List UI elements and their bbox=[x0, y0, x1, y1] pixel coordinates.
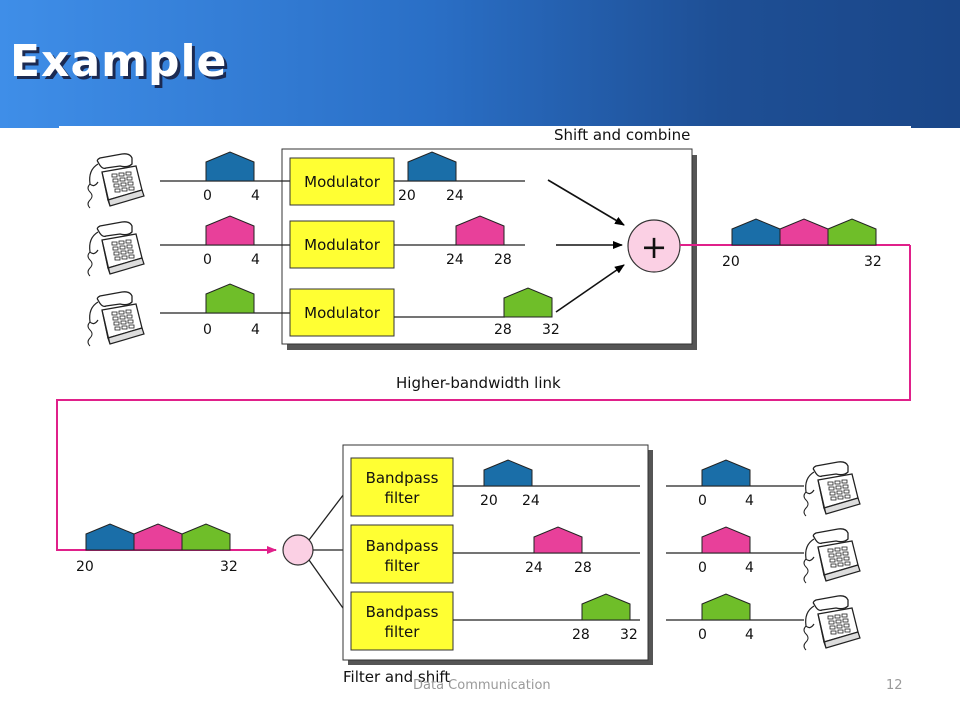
telephone-icon bbox=[803, 595, 861, 651]
footer-page-number: 12 bbox=[886, 678, 903, 693]
tick-label: 4 bbox=[745, 627, 754, 643]
telephone-icon bbox=[803, 528, 861, 584]
title-bar: Example bbox=[0, 0, 960, 128]
channel-2-output-spectrum bbox=[701, 526, 751, 554]
tick-label: 28 bbox=[574, 560, 592, 576]
shift-and-combine-label: Shift and combine bbox=[554, 126, 690, 144]
combine-arrow bbox=[547, 179, 625, 226]
tick-label: 0 bbox=[203, 322, 212, 338]
tick-label: 0 bbox=[698, 493, 707, 509]
channel-1-output-spectrum bbox=[701, 459, 751, 487]
modulator-box bbox=[289, 288, 395, 337]
bandpass-label: Bandpass bbox=[366, 537, 439, 555]
telephone-icon bbox=[87, 291, 145, 347]
tick-label: 20 bbox=[398, 188, 416, 204]
tick-label: 0 bbox=[203, 188, 212, 204]
tick-label: 20 bbox=[722, 254, 740, 270]
bandpass-filter-box bbox=[350, 524, 454, 584]
channel-3-shifted-spectrum bbox=[503, 287, 553, 318]
modulator-label: Modulator bbox=[304, 304, 381, 322]
splitter-node bbox=[282, 534, 314, 566]
channel-2-filtered-spectrum bbox=[533, 526, 583, 554]
tick-label: 28 bbox=[494, 322, 512, 338]
tick-label: 24 bbox=[446, 188, 464, 204]
channel-3-filtered-spectrum bbox=[581, 593, 631, 621]
slide-title: Example bbox=[10, 36, 228, 87]
tick-label: 20 bbox=[480, 493, 498, 509]
bandpass-filter-box bbox=[350, 457, 454, 517]
filter-label: filter bbox=[385, 623, 421, 641]
tick-label: 4 bbox=[251, 188, 260, 204]
channel-3-spectrum bbox=[205, 283, 255, 314]
tick-label: 0 bbox=[698, 560, 707, 576]
tick-label: 32 bbox=[220, 559, 238, 575]
tick-label: 0 bbox=[698, 627, 707, 643]
combine-arrow bbox=[555, 264, 625, 313]
channel-2-spectrum bbox=[205, 215, 255, 246]
tick-label: 28 bbox=[572, 627, 590, 643]
channel-1-filtered-spectrum bbox=[483, 459, 533, 487]
filter-label: filter bbox=[385, 489, 421, 507]
channel-2-combined-spectrum bbox=[779, 218, 829, 246]
tick-label: 28 bbox=[494, 252, 512, 268]
tick-label: 24 bbox=[446, 252, 464, 268]
bandpass-filter-box bbox=[350, 591, 454, 651]
channel-1-shifted-spectrum bbox=[407, 151, 457, 182]
channel-2-received-spectrum bbox=[133, 523, 183, 551]
tick-label: 4 bbox=[251, 252, 260, 268]
tick-label: 0 bbox=[203, 252, 212, 268]
tick-label: 20 bbox=[76, 559, 94, 575]
bandpass-label: Bandpass bbox=[366, 469, 439, 487]
link-label: Higher-bandwidth link bbox=[396, 374, 561, 392]
telephone-icon bbox=[87, 153, 145, 209]
channel-1-received-spectrum bbox=[85, 523, 135, 551]
tick-label: 4 bbox=[745, 493, 754, 509]
content-top-edge bbox=[59, 126, 911, 130]
plus-symbol: + bbox=[641, 228, 668, 266]
telephone-icon bbox=[87, 221, 145, 277]
channel-3-output-spectrum bbox=[701, 593, 751, 621]
tick-label: 24 bbox=[525, 560, 543, 576]
tick-label: 32 bbox=[542, 322, 560, 338]
telephone-icon bbox=[803, 461, 861, 517]
modulator-label: Modulator bbox=[304, 236, 381, 254]
channel-1-combined-spectrum bbox=[731, 218, 781, 246]
filter-label: filter bbox=[385, 557, 421, 575]
tick-label: 24 bbox=[522, 493, 540, 509]
tick-label: 32 bbox=[864, 254, 882, 270]
bandpass-label: Bandpass bbox=[366, 603, 439, 621]
channel-3-received-spectrum bbox=[181, 523, 231, 551]
modulator-box bbox=[289, 220, 395, 269]
filter-and-shift-label: Filter and shift bbox=[343, 668, 450, 686]
modulator-box bbox=[289, 157, 395, 206]
channel-3-combined-spectrum bbox=[827, 218, 877, 246]
tick-label: 4 bbox=[251, 322, 260, 338]
footer-course: Data Communication bbox=[413, 678, 551, 693]
channel-2-shifted-spectrum bbox=[455, 215, 505, 246]
channel-1-spectrum bbox=[205, 151, 255, 182]
tick-label: 32 bbox=[620, 627, 638, 643]
tick-label: 4 bbox=[745, 560, 754, 576]
modulator-label: Modulator bbox=[304, 173, 381, 191]
